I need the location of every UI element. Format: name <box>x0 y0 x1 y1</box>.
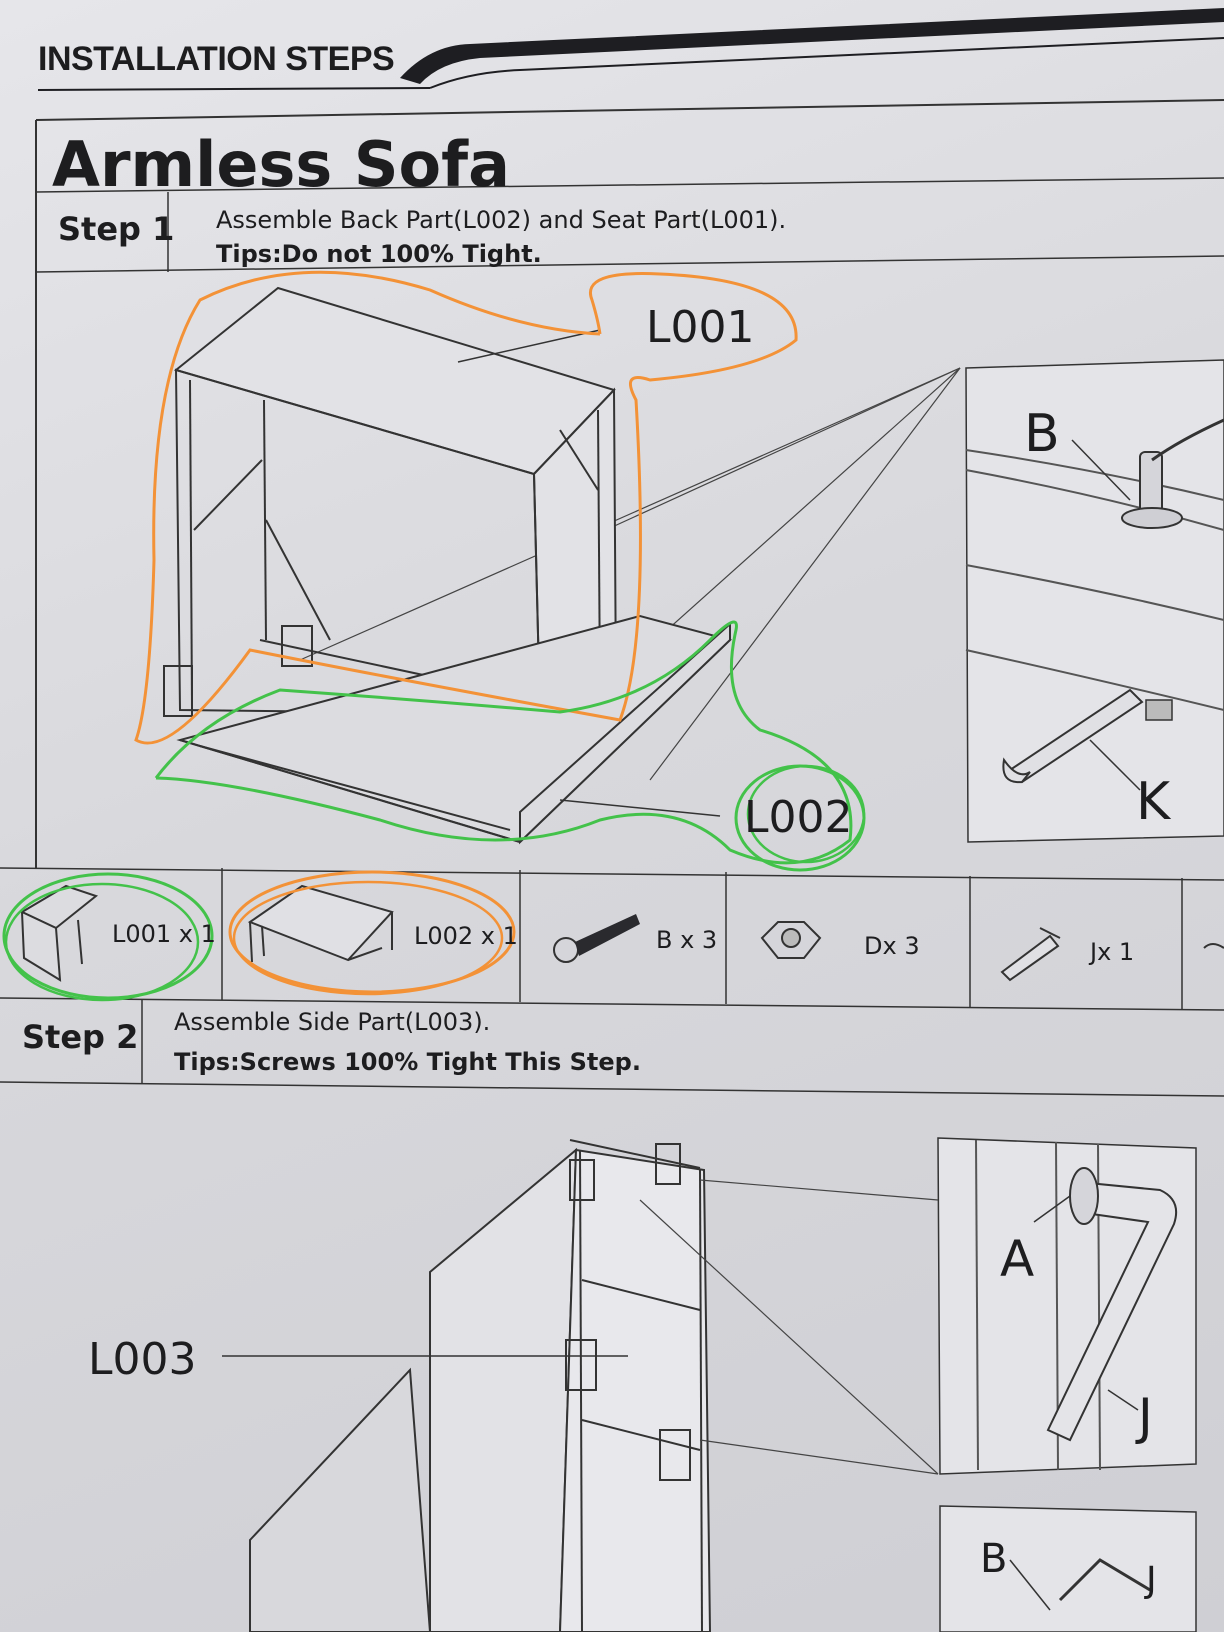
callout-detail-j: J <box>1138 1388 1153 1446</box>
callout-l001: L001 <box>646 302 755 353</box>
step2-label: Step 2 <box>22 1018 139 1056</box>
side-part-drawing <box>249 1139 712 1632</box>
step1-label: Step 1 <box>58 210 175 248</box>
step1-instruction: Assemble Back Part(L002) and Seat Part(L… <box>216 206 787 234</box>
wrench-icon <box>1203 943 1224 949</box>
step2-tip: Tips:Screws 100% Tight This Step. <box>174 1048 641 1076</box>
nut-icon <box>760 921 822 959</box>
hardware-label-nut: Dx 3 <box>864 932 920 960</box>
callout-detail-b2: B <box>980 1536 1008 1582</box>
seat-part-drawing <box>176 614 732 845</box>
seat-part-icon <box>19 884 99 982</box>
step2-instruction: Assemble Side Part(L003). <box>174 1008 491 1036</box>
orange-annotation-hardware <box>228 870 516 994</box>
hardware-label-l002: L002 x 1 <box>414 922 518 950</box>
callout-detail-b: B <box>1024 404 1060 464</box>
hardware-label-bolt: B x 3 <box>656 926 718 954</box>
step1-tip: Tips:Do not 100% Tight. <box>216 240 542 268</box>
back-part-icon <box>247 884 394 963</box>
green-annotation-hardware <box>2 872 214 1000</box>
callout-detail-k: K <box>1136 772 1171 832</box>
orange-annotation-step1 <box>134 270 798 745</box>
green-annotation-step1 <box>154 620 853 865</box>
hardware-label-l001: L001 x 1 <box>112 920 216 948</box>
bolt-icon <box>553 914 640 963</box>
callout-l003: L003 <box>88 1334 197 1385</box>
product-title: Armless Sofa <box>52 128 510 201</box>
header-title: INSTALLATION STEPS <box>38 40 395 78</box>
allen-key-icon <box>1000 927 1061 982</box>
callout-detail-j2: J <box>1146 1560 1157 1601</box>
callout-detail-a: A <box>1000 1230 1035 1288</box>
hardware-label-allen-key: Jx 1 <box>1090 938 1135 966</box>
callout-l002: L002 <box>744 792 853 843</box>
